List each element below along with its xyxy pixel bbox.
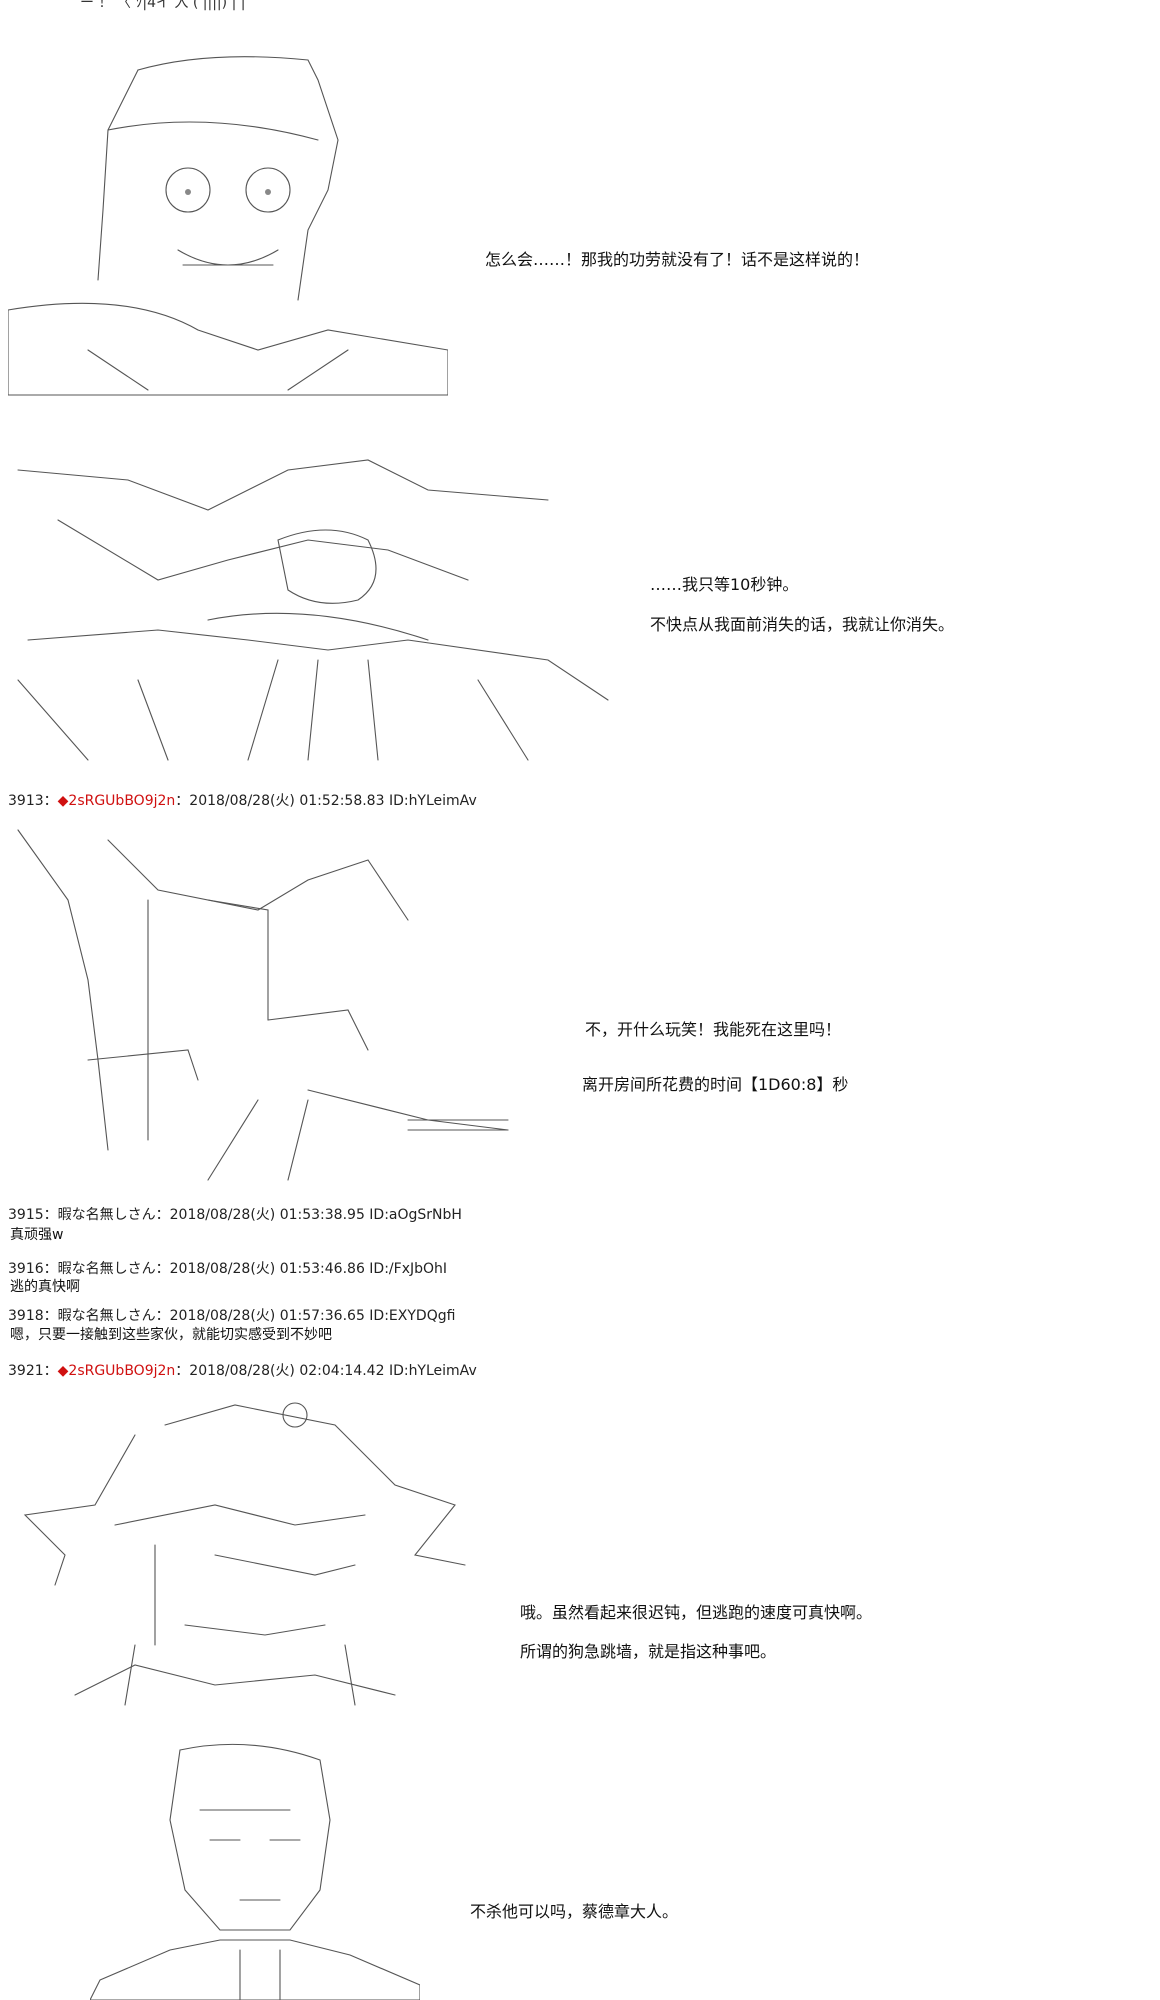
post-date-id: ：2018/08/28(火) 01:52:58.83 ID:hYLeimAv bbox=[175, 793, 477, 809]
dialog-line: 不杀他可以吗，蔡德章大人。 bbox=[470, 1902, 679, 1921]
dialog-line: ……我只等10秒钟。 bbox=[650, 575, 799, 594]
reply-text: 嗯，只要一接触到这些家伙，就能切实感受到不妙吧 bbox=[10, 1327, 332, 1343]
dialog-line: 不，开什么玩笑！我能死在这里吗！ bbox=[585, 1020, 842, 1039]
post-date-id: ：2018/08/28(火) 01:53:46.86 ID:/FxJbOhI bbox=[155, 1261, 448, 1277]
post-number: 3915 bbox=[8, 1207, 44, 1223]
dialog-line: 离开房间所花费的时间【1D60:8】秒 bbox=[582, 1075, 849, 1094]
post-date-id: ：2018/08/28(火) 01:53:38.95 ID:aOgSrNbH bbox=[155, 1207, 462, 1223]
post-date-id: ：2018/08/28(火) 01:57:36.65 ID:EXYDQgfi bbox=[155, 1308, 456, 1324]
post-number: 3913 bbox=[8, 793, 44, 809]
tripcode: ◆2sRGUbBO9j2n bbox=[57, 1363, 176, 1379]
post-header: 3913：◆2sRGUbBO9j2n：2018/08/28(火) 01:52:5… bbox=[8, 793, 477, 809]
poster-name: 暇な名無しさん bbox=[57, 1261, 156, 1277]
poster-name: 暇な名無しさん bbox=[57, 1207, 156, 1223]
tripcode: ◆2sRGUbBO9j2n bbox=[57, 793, 176, 809]
post-header: 3916：暇な名無しさん：2018/08/28(火) 01:53:46.86 I… bbox=[8, 1261, 448, 1277]
post-date-id: ：2018/08/28(火) 02:04:14.42 ID:hYLeimAv bbox=[175, 1363, 477, 1379]
ascii-art-suited-man bbox=[90, 1740, 420, 2000]
post-header: 3918：暇な名無しさん：2018/08/28(火) 01:57:36.65 I… bbox=[8, 1308, 456, 1324]
post-number: 3916 bbox=[8, 1261, 44, 1277]
reply-text: 真顽强w bbox=[10, 1227, 64, 1243]
dialog-line: 怎么会……！那我的功劳就没有了！话不是这样说的！ bbox=[485, 250, 870, 269]
dialog-line: 哦。虽然看起来很迟钝，但逃跑的速度可真快啊。 bbox=[520, 1603, 873, 1622]
ascii-art-menacing-figure bbox=[8, 440, 628, 770]
poster-name: 暇な名無しさん bbox=[57, 1308, 156, 1324]
ascii-art-long-hair-figure bbox=[8, 820, 518, 1190]
post-header: 3915：暇な名無しさん：2018/08/28(火) 01:53:38.95 I… bbox=[8, 1207, 462, 1223]
post-number: 3918 bbox=[8, 1308, 44, 1324]
post-number: 3921 bbox=[8, 1363, 44, 1379]
dialog-line: 所谓的狗急跳墙，就是指这种事吧。 bbox=[520, 1642, 777, 1661]
post-header: 3921：◆2sRGUbBO9j2n：2018/08/28(火) 02:04:1… bbox=[8, 1363, 477, 1379]
ascii-art-scared-man bbox=[8, 50, 448, 400]
ascii-art-spiky-hair-figure bbox=[15, 1385, 475, 1715]
reply-text: 逃的真快啊 bbox=[10, 1279, 80, 1295]
dialog-line: 不快点从我面前消失的话，我就让你消失。 bbox=[650, 615, 955, 634]
top-ascii-fragment: ー ！ 〈 ｿ|4イ 入 ( ||||) | | bbox=[80, 0, 246, 11]
